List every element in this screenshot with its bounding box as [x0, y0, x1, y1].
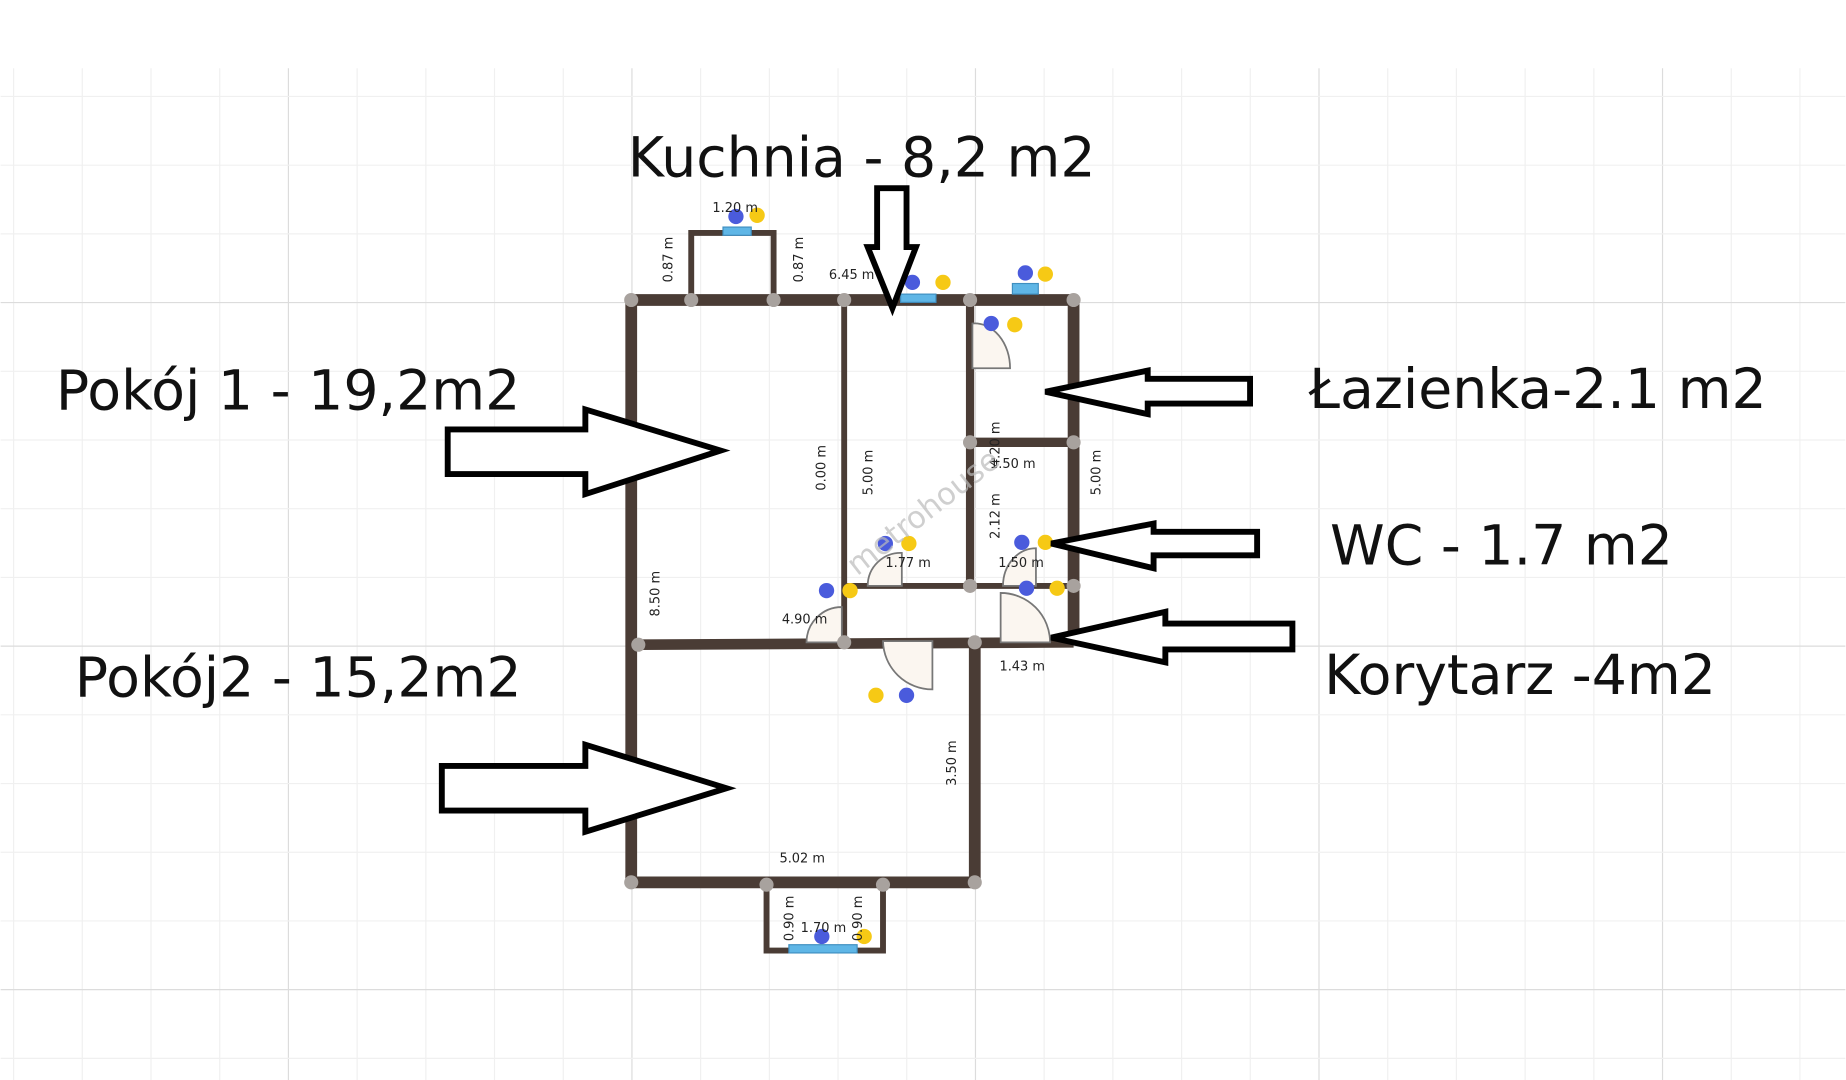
wall-node[interactable]	[963, 435, 978, 450]
wall-node[interactable]	[1066, 435, 1081, 450]
dim-label: 6.45 m	[829, 268, 875, 283]
window	[1011, 282, 1039, 295]
label-kitchen: Kuchnia - 8,2 m2	[628, 126, 1096, 190]
socket-marker[interactable]	[842, 582, 858, 599]
wall-node[interactable]	[759, 877, 774, 892]
door	[999, 592, 1051, 644]
light-marker[interactable]	[904, 274, 921, 290]
socket-marker[interactable]	[1049, 580, 1065, 596]
dim-label: 1.70 m	[801, 921, 847, 936]
light-marker[interactable]	[1014, 534, 1030, 550]
light-marker[interactable]	[1018, 580, 1035, 596]
light-marker[interactable]	[898, 687, 915, 703]
light-marker[interactable]	[728, 208, 744, 225]
wall-node[interactable]	[837, 292, 852, 308]
arrow-left-icon	[1050, 608, 1296, 666]
dim-label: 5.02 m	[779, 851, 825, 866]
socket-marker[interactable]	[749, 207, 765, 223]
arrow-right-icon	[444, 405, 731, 499]
wall-node[interactable]	[837, 635, 852, 650]
dim-label: 8.50 m	[648, 571, 663, 617]
dim-label: 1.20 m	[712, 201, 758, 216]
socket-marker[interactable]	[868, 687, 884, 703]
wall-node[interactable]	[875, 877, 891, 892]
wall-node[interactable]	[963, 292, 978, 308]
arrow-left-icon	[1044, 366, 1253, 418]
dim-label: 0.00 m	[814, 445, 829, 491]
dim-label: 5.00 m	[861, 450, 876, 496]
dim-label: 4.20 m	[988, 422, 1003, 468]
bay-top	[688, 230, 777, 300]
arrow-down-icon	[863, 185, 921, 317]
door	[866, 552, 903, 587]
dim-label: 0.87 m	[661, 237, 676, 283]
door	[971, 322, 1011, 370]
wall-node[interactable]	[967, 875, 982, 890]
dim-label: 1.50 m	[990, 457, 1036, 472]
light-marker[interactable]	[818, 582, 835, 599]
arrow-right-icon	[438, 740, 737, 836]
wall-node[interactable]	[631, 637, 646, 652]
wall-nodes	[624, 292, 1081, 892]
label-bathroom: Łazienka-2.1 m2	[1308, 358, 1767, 422]
socket-marker[interactable]	[1007, 317, 1023, 333]
wall-node[interactable]	[1066, 292, 1081, 308]
socket-marker[interactable]	[1037, 266, 1053, 282]
light-marker[interactable]	[1017, 265, 1033, 281]
dimension-labels: 1.20 m 0.87 m 0.87 m 6.45 m 0.00 m 5.00 …	[648, 201, 1104, 941]
window	[900, 293, 937, 303]
dim-label: 0.90 m	[851, 896, 866, 942]
wall-node[interactable]	[624, 875, 639, 890]
wall-node[interactable]	[963, 578, 978, 593]
wall-node[interactable]	[1066, 578, 1081, 593]
dim-label: 3.50 m	[945, 740, 960, 786]
window	[722, 226, 752, 236]
label-room2: Pokój2 - 15,2m2	[75, 646, 522, 710]
light-marker[interactable]	[877, 535, 893, 552]
light-marker[interactable]	[814, 928, 830, 945]
wall-node[interactable]	[766, 292, 781, 308]
label-wc: WC - 1.7 m2	[1330, 515, 1673, 579]
dim-label: 1.43 m	[999, 660, 1045, 675]
socket-marker[interactable]	[856, 928, 872, 945]
markers	[728, 207, 1065, 945]
annotation-arrows	[438, 185, 1296, 836]
window	[788, 944, 858, 954]
dim-label: 5.00 m	[1090, 450, 1105, 496]
door	[882, 640, 934, 691]
dim-label: 4.90 m	[782, 613, 828, 628]
dim-label: 0.90 m	[783, 896, 798, 942]
wall-node[interactable]	[967, 635, 982, 650]
label-corridor: Korytarz -4m2	[1324, 644, 1716, 708]
wall-node[interactable]	[624, 292, 639, 308]
socket-marker[interactable]	[935, 274, 951, 290]
light-marker[interactable]	[983, 315, 999, 332]
socket-marker[interactable]	[1037, 534, 1053, 550]
arrow-left-icon	[1050, 519, 1261, 572]
dim-label: 2.12 m	[988, 493, 1003, 539]
door	[805, 606, 843, 644]
dim-label: 1.50 m	[998, 556, 1044, 571]
wall-node[interactable]	[684, 292, 699, 308]
door	[1002, 547, 1037, 587]
socket-marker[interactable]	[901, 535, 917, 552]
label-room1: Pokój 1 - 19,2m2	[56, 359, 520, 423]
dim-label: 1.77 m	[885, 556, 931, 571]
dim-label: 0.87 m	[792, 237, 807, 283]
